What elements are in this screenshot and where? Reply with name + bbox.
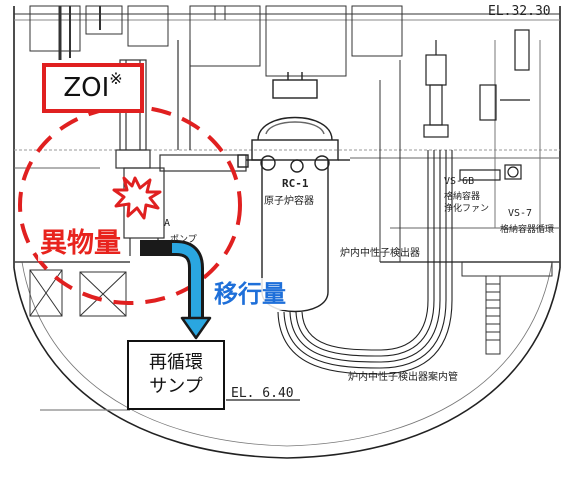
sump-label-line1: 再循環 bbox=[149, 352, 203, 373]
vs6b-note1: 格納容器 bbox=[444, 192, 481, 202]
foreign-matter-label: 異物量 bbox=[38, 227, 123, 261]
migration-label: 移行量 bbox=[212, 278, 288, 310]
top-structures bbox=[14, 5, 560, 263]
recirculation-sump-box: 再循環 サンプ bbox=[127, 340, 225, 410]
migration-arrow-head bbox=[180, 316, 212, 340]
incore-conduit-label: 炉内中性子検出器案内管 bbox=[348, 372, 458, 383]
migration-arrow-outline bbox=[140, 240, 204, 318]
right-compartment bbox=[461, 261, 553, 355]
pump-label: A bbox=[164, 218, 171, 229]
reactor-id-label: RC-1 bbox=[282, 177, 309, 190]
left-compartments bbox=[29, 269, 127, 317]
vs7-label: VS-7 bbox=[508, 208, 533, 219]
vs6b-label: VS-6B bbox=[444, 176, 475, 187]
fan-equipment bbox=[423, 29, 530, 181]
zoi-footnote-mark: ※ bbox=[109, 69, 123, 88]
elevation-top-label: EL.32.30 bbox=[488, 4, 551, 19]
rupture-burst-icon bbox=[112, 176, 162, 220]
vs7-note: 格納容器循環 bbox=[500, 225, 555, 235]
zoi-callout: ZOI※ bbox=[42, 63, 144, 113]
zoi-label: ZOI bbox=[63, 73, 110, 103]
containment-shell bbox=[13, 6, 561, 459]
reactor-name-label: 原子炉容器 bbox=[264, 196, 314, 207]
incore-detector-label: 炉内中性子検出器 bbox=[340, 248, 420, 259]
sump-label-line2: サンプ bbox=[149, 376, 203, 397]
floor-line bbox=[40, 399, 300, 411]
elevation-bottom-label: EL. 6.40 bbox=[231, 386, 294, 401]
pump-note: ポンプ bbox=[170, 235, 197, 245]
incore-conduit bbox=[277, 150, 453, 375]
migration-arrow-body bbox=[142, 243, 201, 318]
vs6b-note2: 浄化ファン bbox=[444, 204, 490, 214]
